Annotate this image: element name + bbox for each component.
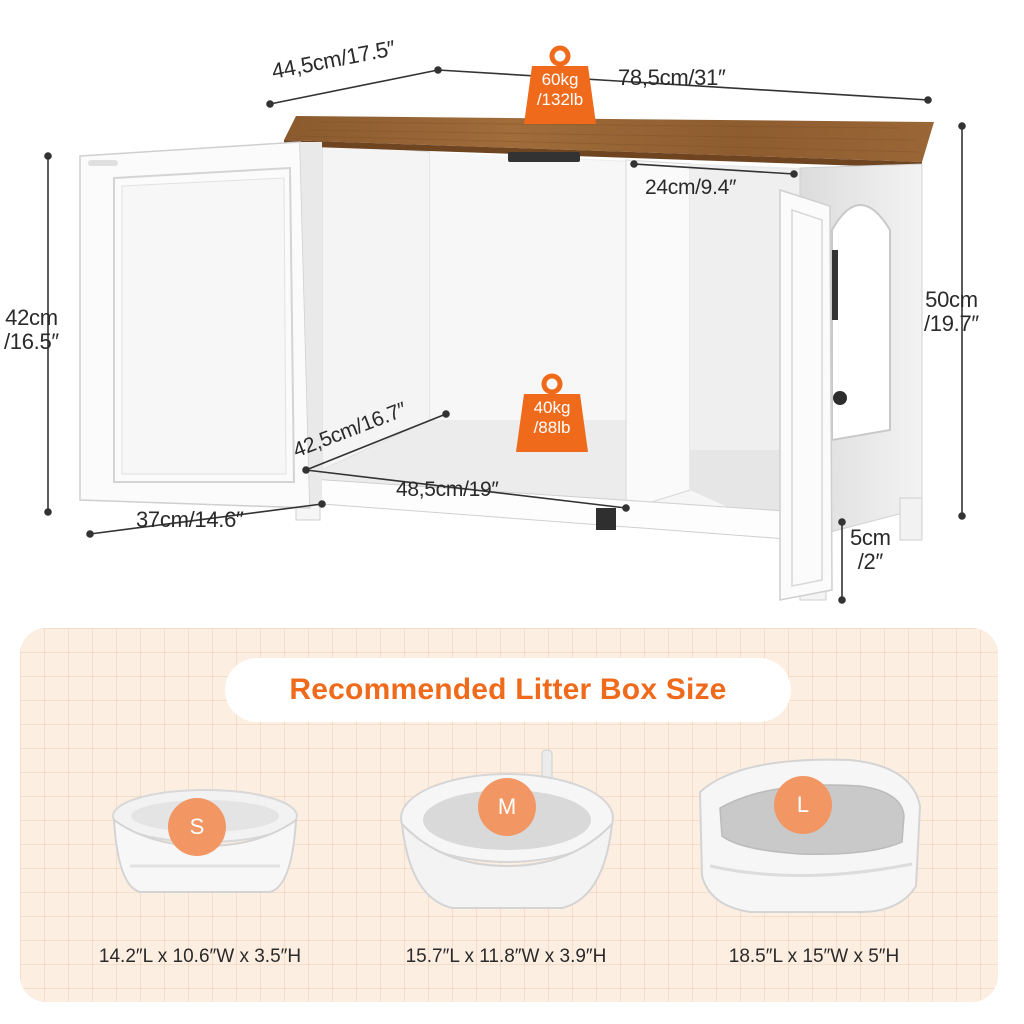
inner-width-label: 48,5cm/19″ <box>396 478 499 501</box>
width-top-label: 78,5cm/31″ <box>618 65 726 90</box>
medium-box-dimensions: 15.7″L x 11.8″W x 3.9″H <box>405 946 607 967</box>
overall-height-in: /19.7″ <box>924 311 979 337</box>
overall-height-cm: 50cm <box>925 287 978 312</box>
compartment-width-label: 24cm/9.4″ <box>645 176 737 199</box>
door-height-label: 42cm /16.5″ <box>4 305 59 355</box>
weight-icon <box>524 45 596 124</box>
top-weight-kg: 60kg <box>541 70 579 89</box>
right-door <box>779 188 833 601</box>
recommendation-title-pill: Recommended Litter Box Size <box>225 658 791 722</box>
litter-box-panel: Recommended Litter Box Size S 14.2″L x 1… <box>20 628 998 1002</box>
size-badge-large: L <box>774 776 832 834</box>
size-badge-small: S <box>168 798 226 856</box>
size-badge-medium: M <box>478 778 536 836</box>
bottom-weight-kg: 40kg <box>533 398 571 417</box>
bottom-weight-badge: 40kg /88lb <box>514 372 590 452</box>
weight-icon <box>516 373 588 452</box>
top-weight-badge: 60kg /132lb <box>522 44 598 124</box>
recommendation-title: Recommended Litter Box Size <box>289 673 727 706</box>
side-arch-opening <box>831 204 891 442</box>
small-box-dimensions: 14.2″L x 10.6″W x 3.5″H <box>98 946 302 967</box>
cabinet-illustration <box>44 66 966 604</box>
leg-height-in: /2″ <box>857 549 884 575</box>
door-width-label: 37cm/14.6″ <box>136 507 244 532</box>
large-box-dimensions: 18.5″L x 15″W x 5″H <box>728 946 900 967</box>
door-height-in: /16.5″ <box>4 329 59 355</box>
door-height-cm: 42cm <box>5 305 58 330</box>
bottom-weight-lb: /88lb <box>533 418 571 437</box>
divider-panel <box>625 159 691 511</box>
wood-top <box>284 116 934 162</box>
top-weight-lb: /132lb <box>536 90 584 109</box>
leg-height-label: 5cm /2″ <box>850 525 891 575</box>
overall-height-label: 50cm /19.7″ <box>924 287 979 337</box>
leg-height-cm: 5cm <box>850 525 891 550</box>
